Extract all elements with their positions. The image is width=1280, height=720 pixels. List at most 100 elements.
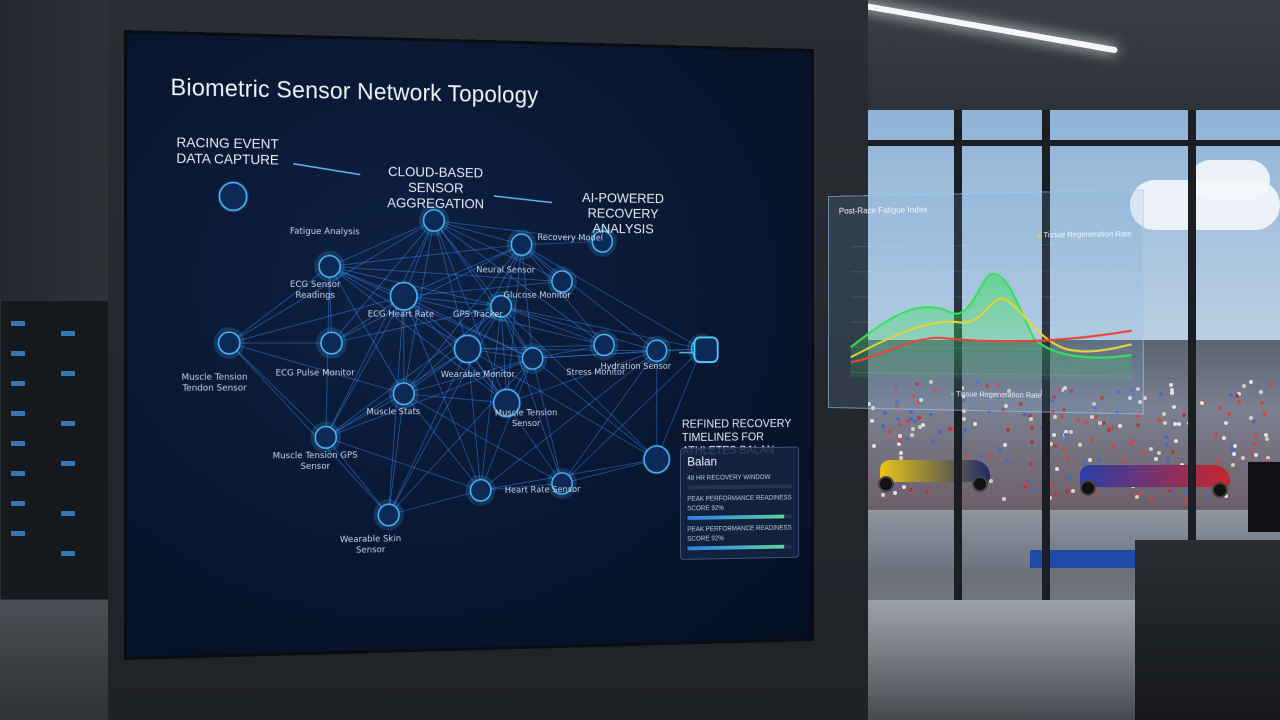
crowd-spectator <box>892 491 897 496</box>
network-topology-display: Biometric Sensor Network Topology Racing… <box>124 30 815 660</box>
crowd-spectator <box>989 479 993 484</box>
stage-label-aggregation: Cloud-Based Sensor Aggregation <box>387 163 485 212</box>
crowd-spectator <box>1029 461 1034 466</box>
crowd-spectator <box>1055 467 1060 471</box>
crowd-spectator <box>1214 432 1219 437</box>
crowd-spectator <box>1173 422 1178 427</box>
desk <box>1135 540 1280 720</box>
sensor-node-glow <box>465 474 496 507</box>
crowd-spectator <box>1097 420 1102 425</box>
crowd-spectator <box>1063 433 1068 438</box>
crowd-spectator <box>965 454 970 459</box>
flow-arrow <box>293 164 360 175</box>
crowd-spectator <box>960 394 965 399</box>
crowd-spectator <box>1157 418 1162 423</box>
cloud <box>1190 160 1270 200</box>
crowd-spectator <box>1235 394 1240 399</box>
crowd-spectator <box>1115 390 1120 395</box>
crowd-spectator <box>1170 388 1175 392</box>
crowd-spectator <box>997 446 1002 451</box>
crowd-spectator <box>1164 443 1169 448</box>
network-graph <box>213 33 814 531</box>
crowd-spectator <box>1100 395 1105 400</box>
crowd-spectator <box>1118 424 1123 429</box>
crowd-spectator <box>1182 413 1187 418</box>
crowd-spectator <box>1058 387 1062 392</box>
crowd-spectator <box>910 394 915 399</box>
recovery-output-node <box>694 337 717 362</box>
crowd-spectator <box>1053 444 1058 449</box>
crowd-spectator <box>1269 381 1274 386</box>
crowd-spectator <box>1258 389 1263 394</box>
sensor-node-label: ECG Heart Rate <box>367 309 435 320</box>
network-edge <box>434 220 468 348</box>
crowd-spectator <box>869 418 874 423</box>
crowd-spectator <box>1028 414 1033 419</box>
crowd-spectator <box>1232 451 1237 456</box>
crowd-spectator <box>1168 488 1173 493</box>
desk-monitor <box>1248 462 1280 532</box>
sensor-node <box>219 182 246 210</box>
crowd-spectator <box>1092 401 1097 406</box>
crowd-spectator <box>1048 483 1053 488</box>
crowd-spectator <box>1249 451 1254 456</box>
crowd-spectator <box>1237 400 1242 405</box>
crowd-spectator <box>1110 426 1115 431</box>
crowd-spectator <box>893 388 898 393</box>
sensor-node-label: Muscle Stats <box>366 407 421 418</box>
crowd-spectator <box>897 442 902 447</box>
crowd-spectator <box>1171 449 1175 454</box>
crowd-spectator <box>1093 489 1098 494</box>
sensor-node <box>321 332 342 354</box>
crowd-spectator <box>920 423 925 428</box>
athlete-card[interactable]: Balan 48 HR RECOVERY WINDOW PEAK PERFORM… <box>680 446 800 560</box>
crowd-spectator <box>995 383 1000 388</box>
crowd-spectator <box>948 427 953 432</box>
crowd-spectator <box>925 490 930 495</box>
crowd-spectator <box>976 380 981 384</box>
crowd-spectator <box>1241 456 1246 461</box>
crowd-spectator <box>1052 415 1057 420</box>
sensor-node <box>647 340 667 361</box>
crowd-spectator <box>888 430 893 435</box>
sensor-node-label: Recovery Model <box>537 233 604 244</box>
crowd-spectator <box>1061 447 1066 452</box>
crowd-spectator <box>897 433 902 438</box>
crowd-spectator <box>1050 410 1055 415</box>
crowd-spectator <box>1069 389 1074 394</box>
crowd-spectator <box>937 430 942 435</box>
score-bar <box>687 484 793 490</box>
crowd-spectator <box>1182 489 1187 494</box>
crowd-spectator <box>1253 433 1258 438</box>
crowd-spectator <box>1030 439 1035 444</box>
crowd-spectator <box>1135 413 1140 418</box>
sensor-node <box>315 426 336 448</box>
crowd-spectator <box>1006 428 1011 433</box>
hologram-legend: ● Tissue Regeneration Rate <box>1036 231 1132 240</box>
crowd-spectator <box>881 424 886 429</box>
sensor-node <box>393 383 414 405</box>
network-edge <box>332 243 522 343</box>
crowd-spectator <box>897 439 902 444</box>
crowd-spectator <box>1052 395 1057 399</box>
crowd-spectator <box>1070 488 1075 493</box>
crowd-spectator <box>871 444 876 449</box>
network-edge <box>434 220 501 306</box>
crowd-spectator <box>899 456 904 461</box>
crowd-spectator <box>962 417 967 422</box>
sensor-node-label: Neural Sensor <box>476 265 536 276</box>
crowd-spectator <box>1136 387 1141 392</box>
crowd-spectator <box>1251 418 1256 423</box>
wheel <box>878 476 894 492</box>
crowd-spectator <box>986 409 991 414</box>
crowd-spectator <box>908 410 913 415</box>
crowd-spectator <box>1078 443 1083 448</box>
crowd-spectator <box>1266 459 1271 464</box>
crowd-spectator <box>1084 419 1089 424</box>
crowd-spectator <box>1263 411 1268 416</box>
legend-label: Tissue Regeneration Rate <box>1043 231 1132 240</box>
fatigue-chart-svg <box>829 190 1145 382</box>
stage-label-analysis: AI-Powered Recovery Analysis <box>582 189 665 237</box>
race-car-yellow <box>880 460 990 482</box>
crowd-spectator <box>930 438 935 443</box>
